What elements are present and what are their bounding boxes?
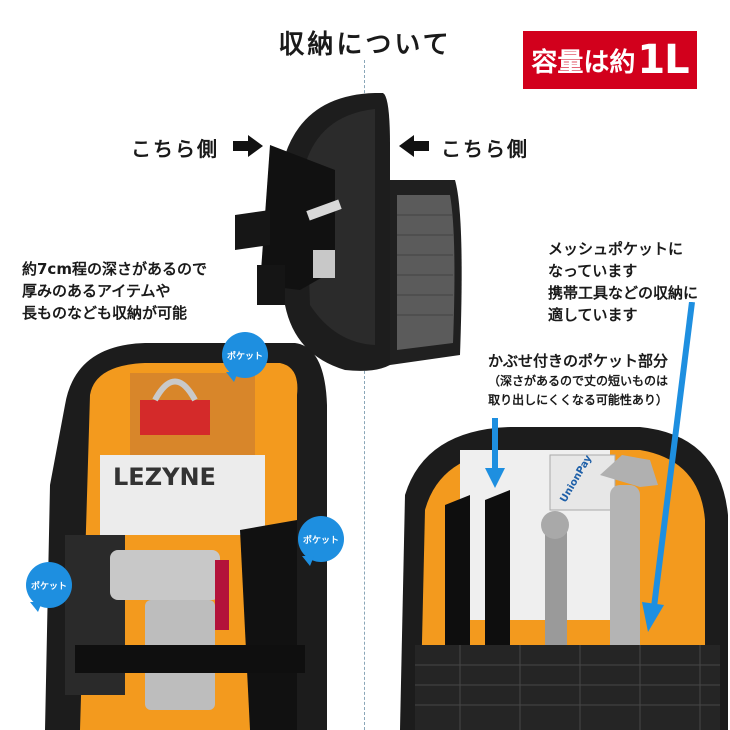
bag-open-right-photo: UnionPay (400, 415, 730, 730)
left-note-line: 厚みのあるアイテムや (22, 282, 171, 300)
right-note-line: 携帯工具などの収納に (548, 284, 699, 302)
pocket-badge: ポケット (26, 562, 72, 612)
left-note-line: 長ものなども収納が可能 (22, 304, 188, 322)
bag-side-photo (225, 85, 475, 375)
flap-note-sub: 取り出しにくくなる可能性あり） (488, 393, 668, 407)
arrow-left-icon (399, 135, 429, 157)
left-side-label: こちら側 (131, 137, 219, 161)
left-note-line: 約7cm程の深さがあるので (22, 260, 207, 278)
right-note-line: メッシュポケットに (548, 240, 684, 258)
capacity-badge: 容量は約 1L (523, 31, 697, 89)
pointer-arrow-icon (642, 302, 695, 632)
center-divider (364, 60, 365, 730)
arrow-right-icon (233, 135, 263, 157)
flap-note-title: かぶせ付きのポケット部分 (487, 352, 668, 370)
right-note-line: なっています (548, 262, 638, 280)
left-note: 約7cm程の深さがあるので 厚みのあるアイテムや 長ものなども収納が可能 (22, 258, 207, 324)
flap-note: かぶせ付きのポケット部分 （深さがあるので丈の短いものは 取り出しにくくなる可能… (448, 350, 708, 410)
capacity-prefix: 容量は約 (531, 47, 636, 78)
pocket-badge: ポケット (222, 332, 268, 382)
pointer-arrow-icon (485, 418, 505, 488)
pocket-badge: ポケット (298, 516, 344, 566)
right-note-line: 適しています (548, 306, 638, 324)
flap-note-sub: （深さがあるので丈の短いものは (487, 374, 668, 388)
right-note: メッシュポケットに なっています 携帯工具などの収納に 適しています (548, 238, 698, 326)
right-side-label: こちら側 (441, 137, 529, 161)
brand-text: LEZYNE (113, 463, 216, 491)
capacity-value: 1L (637, 37, 689, 83)
bag-open-left-photo: LEZYNE (35, 335, 330, 730)
page-title: 収納について (278, 30, 452, 60)
